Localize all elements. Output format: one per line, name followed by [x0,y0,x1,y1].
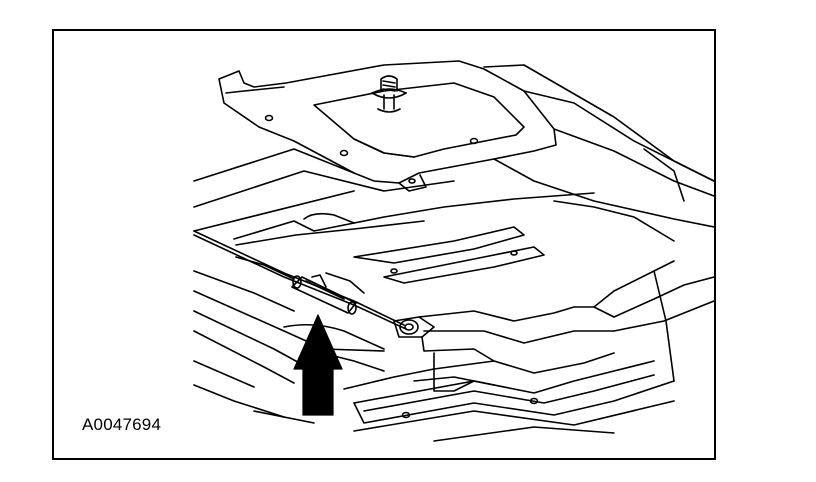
floor-ribs [193,148,675,284]
figure-id-label: A0047694 [82,415,162,434]
underbody-illustration [193,60,714,442]
right-panel [483,64,714,228]
figure-frame: A0047694 [52,29,716,460]
lower-structure [193,260,714,442]
upper-bracket [218,60,557,192]
threaded-stud [371,75,407,113]
up-arrow-icon [293,314,343,416]
cable-adjuster [291,272,365,315]
cable-bracket [393,316,435,338]
